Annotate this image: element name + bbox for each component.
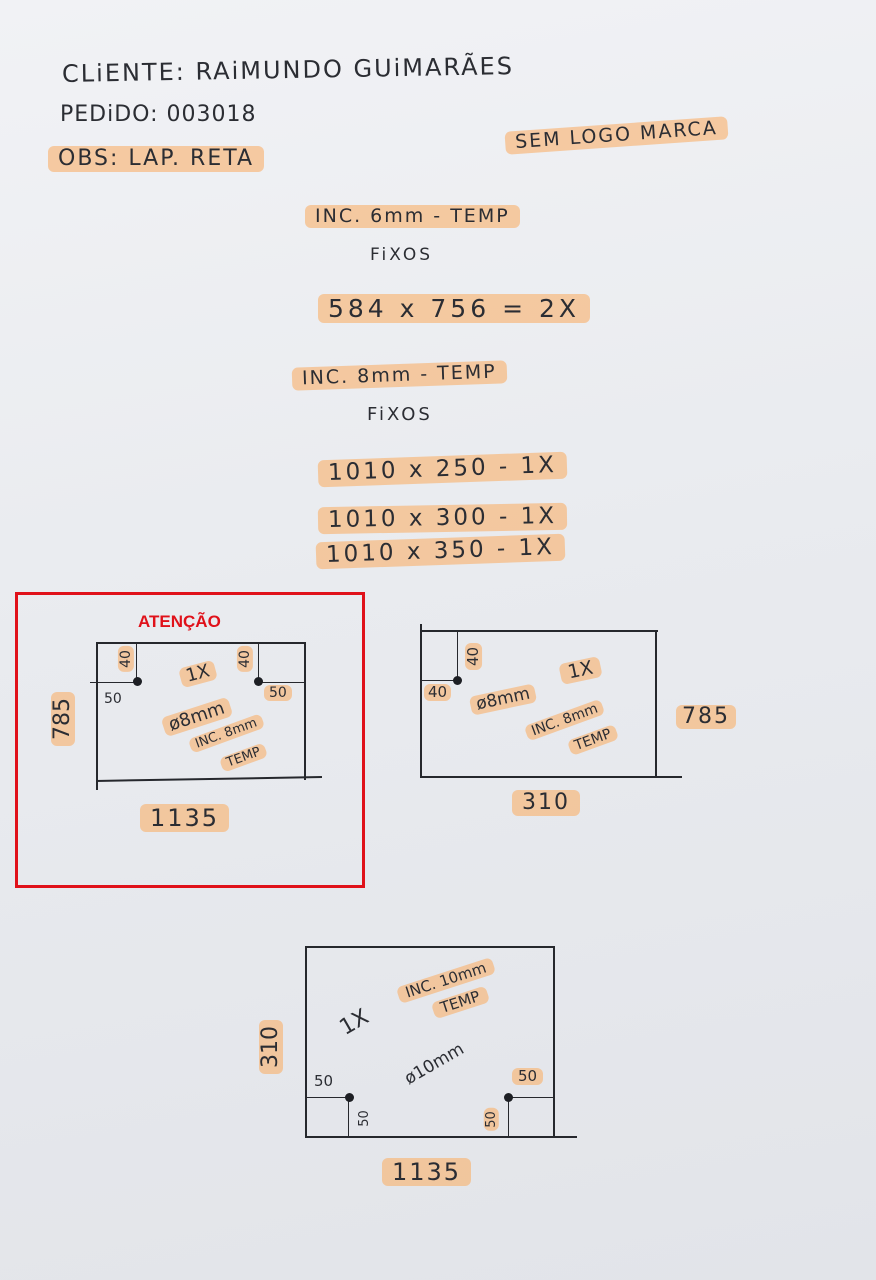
group1-type: FiXOS	[370, 245, 433, 265]
sketch2-left-edge	[420, 624, 422, 778]
sketch3-guide	[305, 1097, 349, 1098]
sketch3-width: 1135	[382, 1158, 472, 1186]
sketch2-hole	[453, 676, 462, 685]
sketch1-right-edge	[304, 642, 306, 780]
sketch1-width: 1135	[140, 804, 230, 832]
sketch1-guide	[90, 682, 138, 683]
sketch3-height: 310	[258, 1020, 283, 1074]
sketch3-offset: 50	[314, 1072, 334, 1090]
sketch3-right-edge	[553, 946, 555, 1138]
sketch3-guide	[508, 1097, 509, 1137]
sketch2-width: 310	[512, 790, 580, 816]
group2-item: 1010 x 250 - 1X	[317, 451, 568, 488]
sketch3-qty: 1X	[335, 1004, 374, 1041]
attention-box	[15, 592, 365, 888]
sketch3-offset: 50	[483, 1108, 499, 1131]
sketch1-guide	[258, 682, 304, 683]
sketch2-offset: 40	[424, 684, 452, 701]
sketch2-height: 785	[676, 705, 736, 729]
sketch3-offset: 50	[512, 1068, 544, 1085]
group2-item: 1010 x 350 - 1X	[315, 533, 566, 570]
sketch2-offset: 40	[464, 642, 483, 671]
sem-logo-note: SEM LOGO MARCA	[504, 116, 729, 155]
sketch1-guide	[258, 644, 259, 682]
group1-title: INC. 6mm - TEMP	[305, 205, 520, 228]
sketch1-top-edge	[96, 642, 306, 644]
cliente-line: CLiENTE: RAiMUNDO GUiMARÃES	[61, 52, 515, 88]
sketch3-guide	[348, 1097, 349, 1137]
group1-item: 584 x 756 = 2X	[318, 294, 590, 323]
sketch1-hole-left	[133, 677, 142, 686]
sketch1-left-edge	[96, 642, 98, 790]
sketch2-temp: TEMP	[566, 723, 620, 757]
sketch2-bottom-edge	[420, 776, 682, 778]
sketch3-offset: 50	[356, 1110, 372, 1127]
sketch1-guide	[136, 644, 137, 682]
sketch2-right-edge	[655, 630, 657, 776]
sketch1-hole-right	[254, 677, 263, 686]
sketch1-offset: 40	[236, 646, 253, 672]
sketch2-guide	[457, 632, 458, 680]
sketch3-hole-right	[504, 1093, 513, 1102]
sketch3-top-edge	[305, 946, 555, 948]
sketch3-guide	[508, 1097, 553, 1098]
pedido-line: PEDiDO: 003018	[60, 102, 257, 127]
sketch1-height: 785	[50, 692, 75, 746]
sketch2-hole: ø8mm	[468, 683, 538, 716]
group2-title: INC. 8mm - TEMP	[291, 360, 508, 391]
sketch1-offset: 50	[104, 691, 122, 707]
sketch3-bottom-edge	[305, 1136, 577, 1138]
sketch1-offset: 40	[117, 646, 134, 672]
group2-type: FiXOS	[367, 404, 433, 425]
sketch3-left-edge	[305, 946, 307, 1138]
group2-item: 1010 x 300 - 1X	[317, 502, 568, 535]
sketch2-top-edge	[420, 630, 658, 632]
sketch2-qty: 1X	[558, 655, 603, 686]
attention-label: ATENÇÃO	[138, 612, 221, 631]
sketch3-hole: ø10mm	[401, 1039, 468, 1090]
sketch1-offset: 50	[264, 685, 292, 701]
obs-line: OBS: LAP. RETA	[48, 146, 264, 172]
sketch2-guide	[420, 680, 458, 681]
sketch3-hole-left	[345, 1093, 354, 1102]
